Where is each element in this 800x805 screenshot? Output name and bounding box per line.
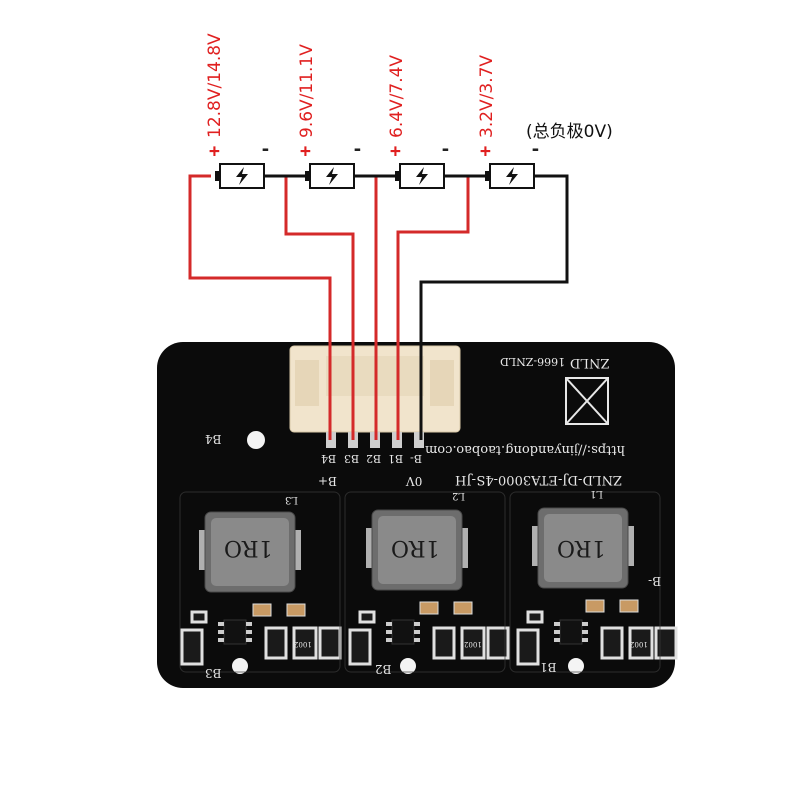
silk-brand-top: 1666-ZNLD [500, 355, 566, 368]
pin-label-b1: B1 [388, 452, 404, 465]
lightning-icon [506, 167, 518, 185]
capacitor [252, 603, 272, 617]
plus-sign-cell1: + [480, 141, 491, 162]
smd-part [348, 628, 372, 666]
module-outlines [179, 491, 661, 673]
ic-chip [223, 619, 247, 645]
smd-part [516, 628, 540, 666]
capacitor [419, 601, 439, 615]
via-hole [400, 658, 416, 674]
battery-cell-1 [485, 163, 545, 189]
silk-b-minus-right: B- [648, 574, 662, 588]
smd-part [486, 626, 510, 660]
inductor-label-l2: L2 [452, 490, 466, 501]
minus-sign-cell2: - [440, 139, 451, 160]
channel-label-b2: B2 [375, 662, 392, 676]
components [180, 507, 678, 674]
plus-sign-cell2: + [390, 141, 401, 162]
smd-part [180, 628, 204, 666]
smd-part [358, 610, 376, 624]
voltage-label-cell2: 6.4V/7.4V [387, 54, 407, 138]
battery-cell-3 [305, 163, 365, 189]
lightning-icon [416, 167, 428, 185]
silk-model: ZNLD-DJ-ETA3000-4S-JH [455, 472, 623, 487]
inductor-2 [366, 509, 468, 591]
silk-0v: 0V [406, 474, 423, 488]
voltage-label-cell1: 3.2V/3.7V [477, 54, 497, 138]
inductor-3 [532, 507, 634, 589]
silk-brand: ZNLD [570, 355, 610, 370]
minus-sign-cell1: - [530, 139, 541, 160]
smd-part [628, 626, 654, 660]
ic-chip [559, 619, 583, 645]
capacitor [286, 603, 306, 617]
inductor-code-2: 1RO [391, 535, 440, 560]
silk-bplus: B+ [318, 474, 337, 488]
total-negative-note: (总负极0V) [526, 122, 613, 142]
smd-part [318, 626, 342, 660]
inductor-1 [199, 511, 301, 593]
minus-sign-cell3: - [352, 139, 363, 160]
wire-b4 [188, 174, 332, 440]
wire-b3 [284, 176, 355, 440]
battery-cells [215, 163, 545, 189]
capacitor [619, 599, 639, 613]
connector-latch-right [430, 360, 454, 406]
silk-url: https://jinyandong.taobao.com [425, 442, 625, 457]
pin-label-b-minus: B- [410, 452, 423, 465]
channel-label-b3: B3 [205, 666, 222, 680]
channel-label-b1: B1 [540, 660, 557, 674]
inductor-code-1: 1RO [224, 535, 273, 560]
silk-b4-side: B4 [205, 432, 222, 446]
wire-b-minus [419, 174, 569, 440]
pin-label-b3: B3 [344, 452, 360, 465]
smd-part [654, 626, 678, 660]
via-hole [568, 658, 584, 674]
inductor-label-l1: L1 [590, 488, 604, 499]
pin-label-b4: B4 [321, 452, 337, 465]
smd-part [292, 626, 318, 660]
lightning-icon [326, 167, 338, 185]
znld-logo-box [565, 377, 609, 425]
plus-sign-cell3: + [300, 141, 311, 162]
inductor-code-3: 1RO [557, 535, 606, 560]
resistor-code-2: 1002 [464, 640, 482, 648]
connector-latch-left [295, 360, 319, 406]
battery-cell-2 [395, 163, 455, 189]
ic-chip [391, 619, 415, 645]
smd-part [526, 610, 544, 624]
smd-part [190, 610, 208, 624]
battery-cell-4 [215, 163, 275, 189]
mounting-hole [247, 431, 265, 449]
smd-part [432, 626, 456, 660]
resistor-code-3: 1002 [630, 640, 648, 648]
wire-b1 [396, 176, 470, 440]
wires [188, 174, 569, 440]
lightning-icon [236, 167, 248, 185]
smd-part [264, 626, 288, 660]
via-hole [232, 658, 248, 674]
capacitor [585, 599, 605, 613]
smd-part [600, 626, 624, 660]
pin-label-b2: B2 [366, 452, 382, 465]
smd-part [460, 626, 486, 660]
plus-sign-cell4: + [209, 141, 220, 162]
voltage-label-cell4: 12.8V/14.8V [205, 33, 225, 138]
voltage-label-cell3: 9.6V/11.1V [297, 44, 317, 138]
resistor-code-1: 1002 [294, 640, 312, 648]
minus-sign-cell4: - [260, 139, 271, 160]
inductor-label-l3: L3 [285, 494, 299, 505]
capacitor [453, 601, 473, 615]
